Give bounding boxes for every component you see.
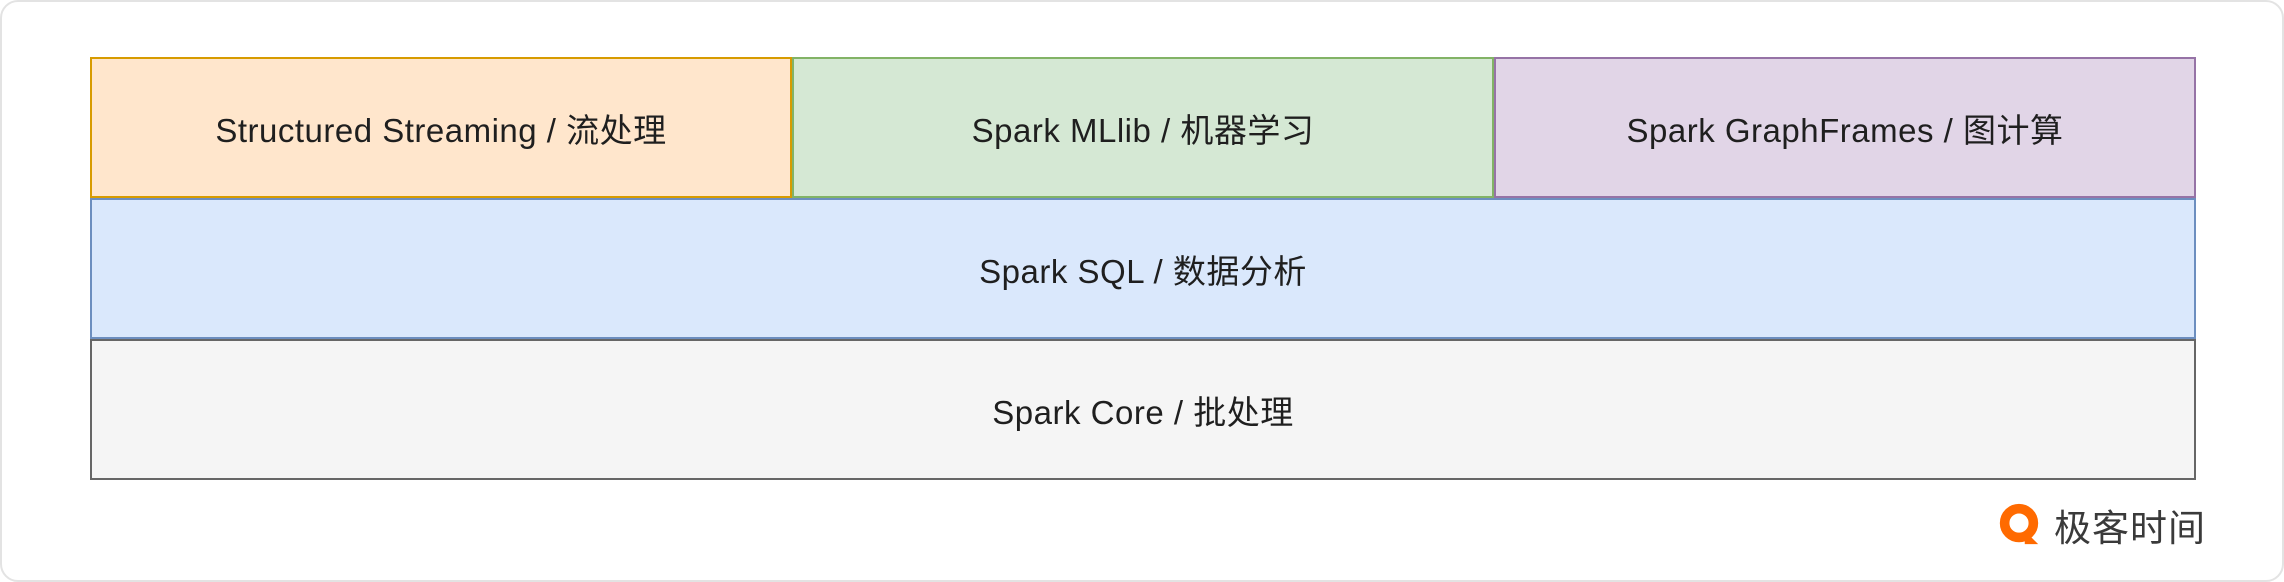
box-structured-streaming-label: Structured Streaming / 流处理	[215, 111, 667, 149]
box-spark-core-label: Spark Core / 批处理	[992, 393, 1294, 431]
brand-text: 极客时间	[2054, 508, 2206, 549]
box-spark-sql-label: Spark SQL / 数据分析	[979, 252, 1307, 290]
geektime-icon	[1999, 503, 2039, 545]
box-spark-graphframes: Spark GraphFrames / 图计算	[1494, 57, 2196, 198]
box-spark-mllib-label: Spark MLlib / 机器学习	[971, 111, 1315, 149]
box-spark-graphframes-label: Spark GraphFrames / 图计算	[1626, 111, 2064, 149]
box-structured-streaming: Structured Streaming / 流处理	[90, 57, 792, 198]
box-spark-mllib: Spark MLlib / 机器学习	[792, 57, 1494, 198]
box-spark-core: Spark Core / 批处理	[90, 339, 2196, 480]
brand-logo: 极客时间	[1996, 498, 2206, 552]
spark-stack-diagram: Structured Streaming / 流处理 Spark MLlib /…	[90, 57, 2196, 480]
box-spark-sql: Spark SQL / 数据分析	[90, 198, 2196, 339]
top-row: Structured Streaming / 流处理 Spark MLlib /…	[90, 57, 2196, 198]
